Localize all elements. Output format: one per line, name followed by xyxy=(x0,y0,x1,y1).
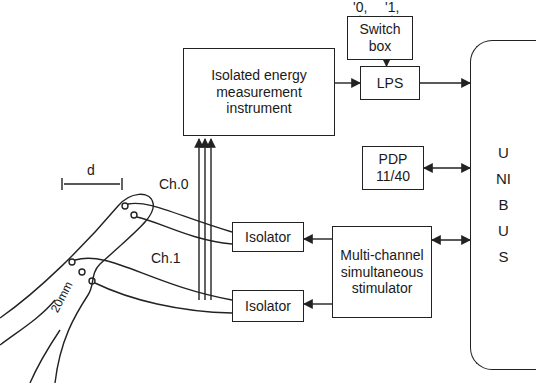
channel-label: Ch.1 xyxy=(150,250,182,266)
connector-arrow xyxy=(335,82,360,83)
switch-box: Switch box xyxy=(347,16,413,60)
computer-box: PDP 11/40 xyxy=(362,146,424,190)
connector-arrow xyxy=(304,303,332,304)
node-text: LPS xyxy=(377,75,403,91)
lps-box: LPS xyxy=(360,66,420,100)
channel-label: Ch.0 xyxy=(158,176,190,192)
connector-arrow xyxy=(432,239,470,240)
dimension-label: 20mm xyxy=(47,278,76,316)
instrument-box: Isolated energy measurement instrument xyxy=(183,48,335,136)
connector-arrow xyxy=(420,82,470,83)
isolator-box: Isolator xyxy=(232,290,304,322)
bus-band: UNIBUS xyxy=(470,40,536,370)
node-text: UNIBUS xyxy=(496,140,511,270)
node-text: Isolator xyxy=(245,298,291,314)
switch-input: '0, xyxy=(352,0,368,15)
node-text: Switch box xyxy=(359,21,400,54)
connector-arrow xyxy=(304,238,332,239)
node-text: Multi-channel simultaneous stimulator xyxy=(340,247,423,297)
switch-input: '1, xyxy=(384,0,400,15)
stimulator-box: Multi-channel simultaneous stimulator xyxy=(332,226,432,318)
dimension-label: d xyxy=(86,162,96,178)
node-text: Isolator xyxy=(245,229,291,245)
node-text: PDP 11/40 xyxy=(376,151,410,184)
connector-arrow xyxy=(424,167,470,168)
isolator-box: Isolator xyxy=(232,222,304,252)
node-text: Isolated energy measurement instrument xyxy=(211,67,307,117)
